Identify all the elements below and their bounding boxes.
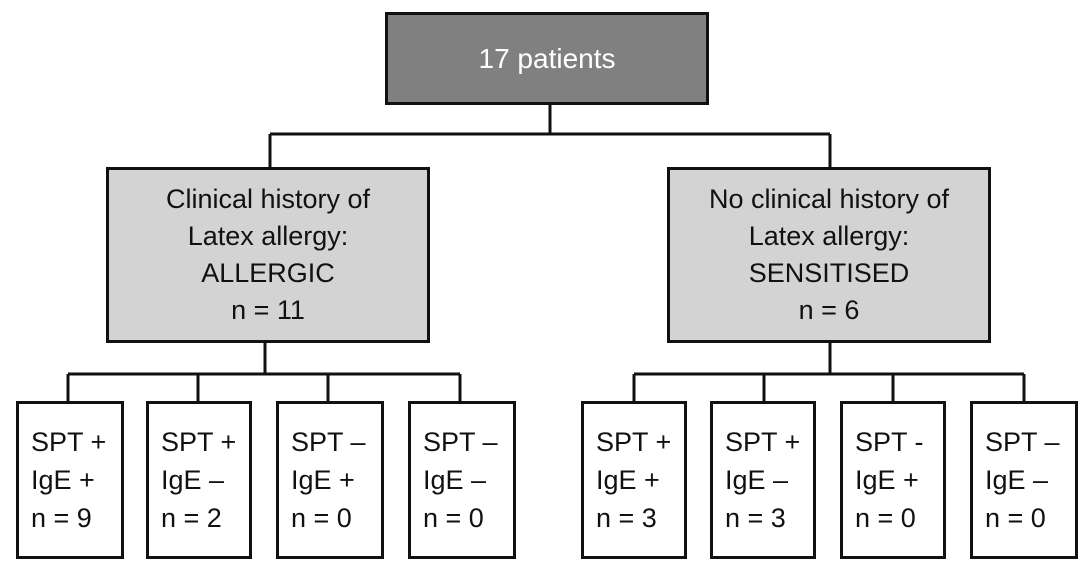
root-label: 17 patients <box>478 42 616 74</box>
leaf-count: n = 2 <box>161 503 222 533</box>
leaf-spt: SPT - <box>855 427 924 457</box>
group-line: Latex allergy: <box>187 221 349 251</box>
group-line: ALLERGIC <box>201 258 335 288</box>
leaf-ige: IgE + <box>291 465 355 495</box>
leaf-spt: SPT – <box>291 427 366 457</box>
leaf-count: n = 9 <box>31 503 92 533</box>
leaf-spt: SPT + <box>596 427 672 457</box>
leaf-count: n = 0 <box>423 503 484 533</box>
leaf-ige: IgE – <box>725 465 789 495</box>
group-line: n = 11 <box>231 295 305 325</box>
sensitised-group-node: No clinical history of Latex allergy: SE… <box>667 167 991 343</box>
group-line: Clinical history of <box>165 184 371 214</box>
leaf-node: SPT + IgE + n = 3 <box>581 401 687 559</box>
leaf-spt: SPT – <box>985 427 1060 457</box>
leaf-ige: IgE – <box>161 465 225 495</box>
allergic-group-node: Clinical history of Latex allergy: ALLER… <box>106 167 430 343</box>
leaf-node: SPT – IgE + n = 0 <box>276 401 384 559</box>
group-line: SENSITISED <box>748 258 910 288</box>
leaf-node: SPT + IgE – n = 2 <box>146 401 252 559</box>
leaf-node: SPT – IgE – n = 0 <box>970 401 1078 559</box>
leaf-node: SPT – IgE – n = 0 <box>408 401 516 559</box>
leaf-node: SPT + IgE – n = 3 <box>710 401 816 559</box>
leaf-ige: IgE – <box>423 465 487 495</box>
leaf-node: SPT - IgE + n = 0 <box>840 401 946 559</box>
leaf-ige: IgE + <box>855 465 919 495</box>
leaf-ige: IgE – <box>985 465 1049 495</box>
leaf-count: n = 0 <box>855 503 916 533</box>
leaf-ige: IgE + <box>596 465 660 495</box>
leaf-count: n = 3 <box>596 503 657 533</box>
leaf-count: n = 0 <box>291 503 352 533</box>
leaf-node: SPT + IgE + n = 9 <box>16 401 124 559</box>
leaf-count: n = 0 <box>985 503 1046 533</box>
leaf-spt: SPT + <box>725 427 801 457</box>
group-line: No clinical history of <box>708 184 950 214</box>
group-line: Latex allergy: <box>748 221 910 251</box>
leaf-spt: SPT + <box>31 427 107 457</box>
leaf-count: n = 3 <box>725 503 786 533</box>
root-node: 17 patients <box>385 12 709 105</box>
group-line: n = 6 <box>798 295 860 325</box>
leaf-ige: IgE + <box>31 465 95 495</box>
leaf-spt: SPT + <box>161 427 237 457</box>
leaf-spt: SPT – <box>423 427 498 457</box>
